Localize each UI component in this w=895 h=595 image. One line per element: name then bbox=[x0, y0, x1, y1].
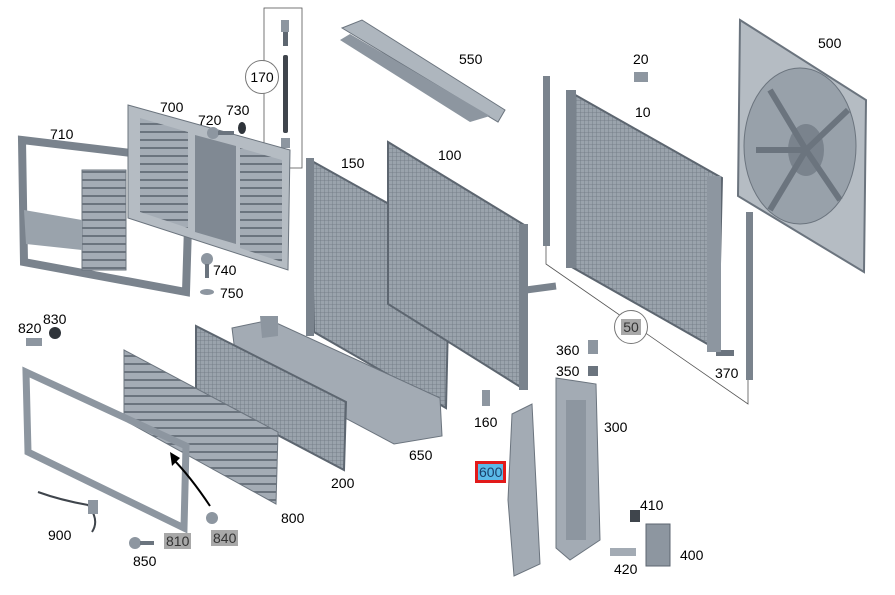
part-810-lower-frame bbox=[22, 366, 211, 534]
callout-700[interactable]: 700 bbox=[160, 99, 184, 115]
part-800-lower-shutter bbox=[123, 349, 279, 505]
callout-840[interactable]: 840 bbox=[211, 530, 239, 546]
part-550-bracket bbox=[340, 19, 506, 123]
callout-410[interactable]: 410 bbox=[640, 497, 664, 513]
part-100-radiator bbox=[387, 140, 557, 390]
fasteners-lower bbox=[26, 327, 490, 549]
callout-420[interactable]: 420 bbox=[614, 561, 638, 577]
part-400-module bbox=[610, 510, 671, 567]
part-10-main-radiator bbox=[566, 90, 724, 352]
callout-100[interactable]: 100 bbox=[438, 147, 462, 163]
callout-160[interactable]: 160 bbox=[474, 414, 498, 430]
part-200-aux-cooler bbox=[195, 324, 348, 472]
callout-170[interactable]: 170 bbox=[245, 60, 279, 94]
part-500-fan-shroud bbox=[736, 18, 868, 274]
callout-550[interactable]: 550 bbox=[459, 51, 483, 67]
part-50-seal-set bbox=[543, 76, 753, 405]
callout-720[interactable]: 720 bbox=[198, 112, 222, 128]
part-600-side-guide bbox=[507, 403, 541, 577]
callout-650[interactable]: 650 bbox=[409, 447, 433, 463]
callout-400[interactable]: 400 bbox=[680, 547, 704, 563]
callout-500[interactable]: 500 bbox=[818, 35, 842, 51]
callout-50[interactable]: 50 bbox=[614, 310, 648, 344]
part-20-sensor bbox=[634, 72, 648, 82]
callout-730[interactable]: 730 bbox=[226, 102, 250, 118]
callout-370[interactable]: 370 bbox=[715, 365, 739, 381]
callout-750[interactable]: 750 bbox=[220, 285, 244, 301]
callout-600-selected[interactable]: 600 bbox=[475, 461, 507, 483]
part-900-wire bbox=[37, 491, 98, 533]
fasteners-right bbox=[588, 340, 734, 376]
callout-830[interactable]: 830 bbox=[43, 311, 67, 327]
callout-850[interactable]: 850 bbox=[133, 553, 157, 569]
callout-300[interactable]: 300 bbox=[604, 419, 628, 435]
callout-350[interactable]: 350 bbox=[556, 363, 580, 379]
callout-900[interactable]: 900 bbox=[48, 527, 72, 543]
callout-820[interactable]: 820 bbox=[18, 320, 42, 336]
callout-360[interactable]: 360 bbox=[556, 342, 580, 358]
part-700-shutter bbox=[127, 104, 291, 271]
callout-800[interactable]: 800 bbox=[281, 510, 305, 526]
fasteners-upper bbox=[200, 122, 246, 295]
callout-20[interactable]: 20 bbox=[633, 51, 649, 67]
part-300-vertical-bracket bbox=[555, 377, 601, 561]
callout-710[interactable]: 710 bbox=[50, 126, 74, 142]
callout-150[interactable]: 150 bbox=[341, 155, 365, 171]
callout-810[interactable]: 810 bbox=[164, 533, 192, 549]
callout-200[interactable]: 200 bbox=[331, 475, 355, 491]
part-650-air-guide bbox=[231, 316, 443, 445]
callout-740[interactable]: 740 bbox=[213, 262, 237, 278]
callout-10[interactable]: 10 bbox=[635, 104, 651, 120]
